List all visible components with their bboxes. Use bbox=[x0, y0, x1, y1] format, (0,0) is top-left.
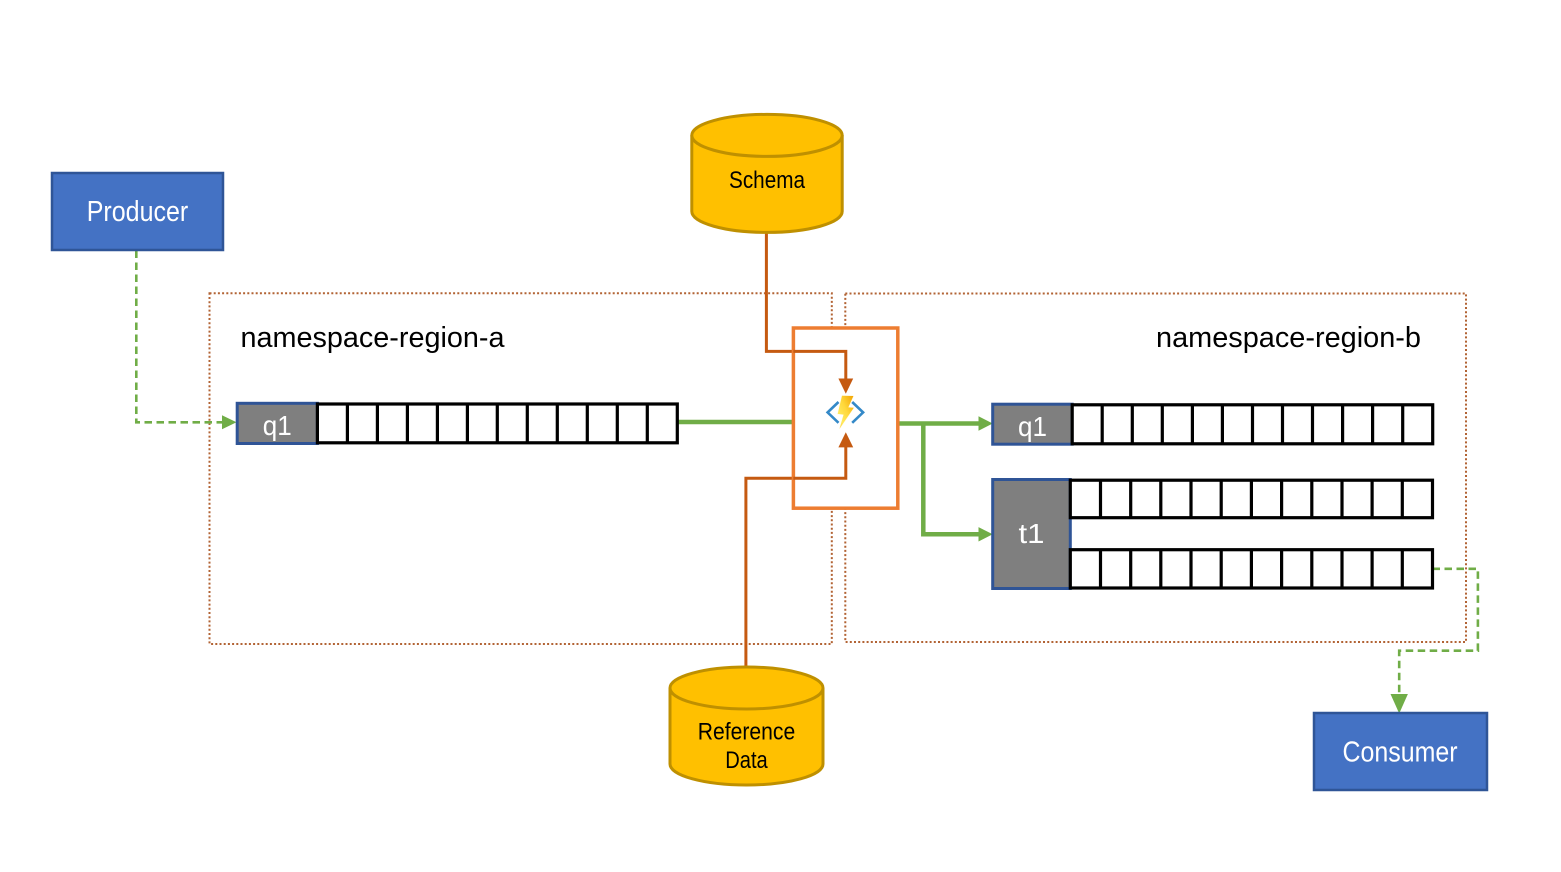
svg-text:q1: q1 bbox=[1018, 411, 1047, 442]
svg-text:namespace-region-b: namespace-region-b bbox=[1156, 322, 1421, 354]
svg-text:q1: q1 bbox=[263, 410, 292, 441]
svg-text:Data: Data bbox=[725, 747, 768, 774]
svg-text:t1: t1 bbox=[1019, 518, 1045, 549]
svg-text:Producer: Producer bbox=[87, 196, 189, 228]
svg-text:namespace-region-a: namespace-region-a bbox=[241, 322, 506, 354]
svg-text:Reference: Reference bbox=[698, 719, 796, 746]
svg-text:Schema: Schema bbox=[729, 167, 806, 194]
svg-text:Consumer: Consumer bbox=[1343, 737, 1458, 769]
